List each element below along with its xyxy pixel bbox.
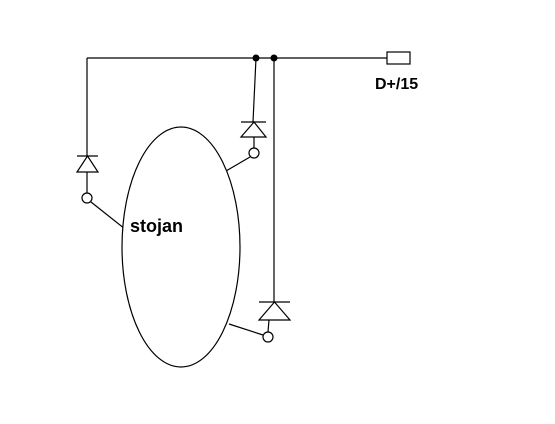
stator-label: stojan <box>130 216 183 236</box>
right-stator-lead <box>228 323 264 336</box>
middle-terminal-ring <box>248 147 260 159</box>
diode-left <box>75 154 100 173</box>
diode-middle <box>239 121 268 138</box>
middle-stator-lead <box>225 156 251 172</box>
terminal-box <box>386 51 411 65</box>
diode-right <box>257 301 292 321</box>
left-terminal-ring <box>81 192 93 204</box>
right-terminal-ring <box>262 331 274 343</box>
terminal-label: D+/15 <box>375 76 418 93</box>
right-diode-lead <box>267 319 270 333</box>
middle-branch-wire <box>252 57 257 123</box>
stator-winding <box>121 126 241 368</box>
